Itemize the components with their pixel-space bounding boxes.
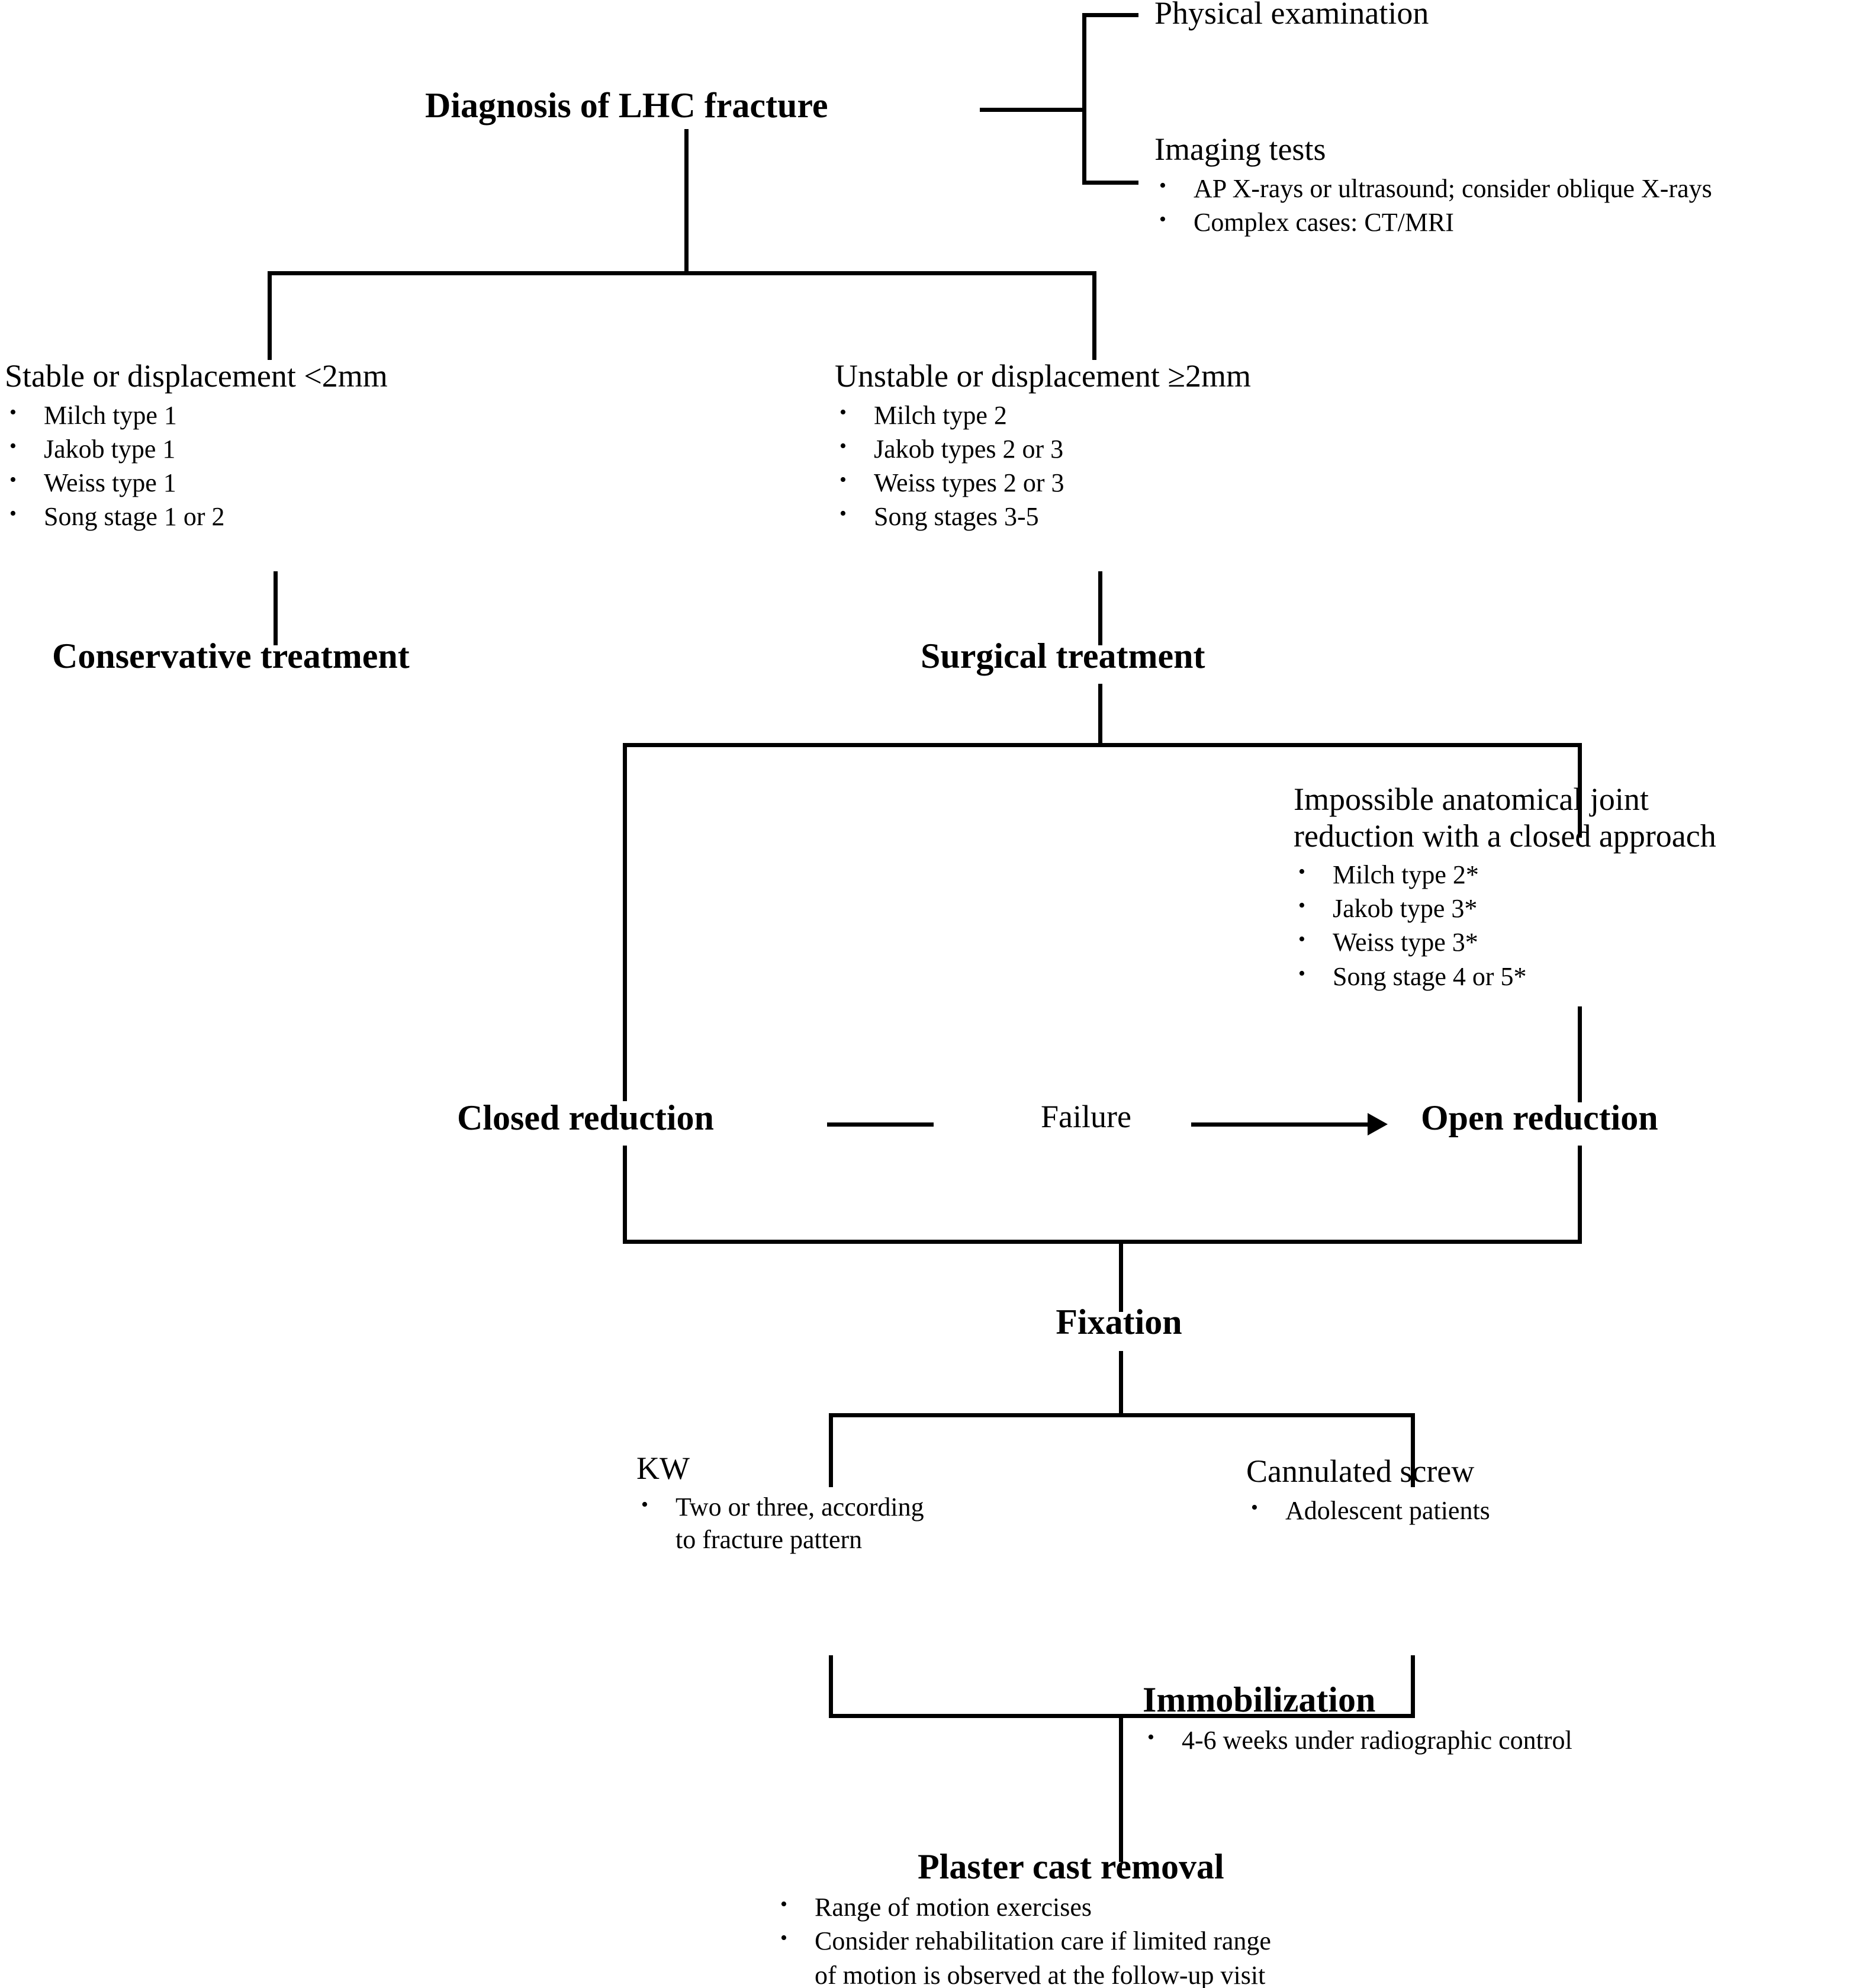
edge-fixation-to-cannulated-screw	[1411, 1413, 1415, 1487]
list-item: Song stage 1 or 2	[5, 498, 388, 533]
node-plaster-cast-removal-bullets: Range of motion exercises Consider rehab…	[776, 1889, 1271, 1988]
edge-diagnosis-spine	[684, 129, 689, 274]
node-stable: Stable or displacement <2mm Milch type 1…	[5, 358, 388, 533]
list-item: Milch type 2	[835, 397, 1251, 432]
edge-cannulated-screw-down	[1411, 1655, 1415, 1717]
list-item: Milch type 2*	[1294, 857, 1716, 892]
node-fixation-title: Fixation	[1056, 1302, 1182, 1342]
node-plaster-bullet2-line1: Consider rehabilitation care if limited …	[815, 1926, 1271, 1956]
edge-to-imaging-tests	[1082, 181, 1138, 185]
edge-diagnosis-to-branches-stub	[980, 108, 1086, 112]
node-surgical-treatment-title: Surgical treatment	[921, 636, 1205, 675]
list-item: Adolescent patients	[1246, 1492, 1490, 1527]
node-plaster-cast-removal-title: Plaster cast removal	[918, 1847, 1224, 1886]
node-impossible-reduction-title-line2: reduction with a closed approach	[1294, 818, 1716, 854]
node-unstable-bullets: Milch type 2 Jakob types 2 or 3 Weiss ty…	[835, 397, 1251, 534]
node-impossible-reduction-title-line1: Impossible anatomical joint	[1294, 781, 1649, 817]
edge-label-failure: Failure	[1041, 1099, 1131, 1134]
edge-merge-bar-to-fixation	[623, 1240, 1582, 1244]
node-unstable: Unstable or displacement ≥2mm Milch type…	[835, 358, 1251, 533]
edge-merge-to-fixation-spine	[1119, 1240, 1123, 1312]
edge-merge-to-immobilization-spine	[1119, 1714, 1123, 1812]
list-item: Complex cases: CT/MRI	[1154, 204, 1712, 239]
edge-failure-left-segment	[827, 1122, 934, 1127]
node-cannulated-screw-title: Cannulated screw	[1246, 1453, 1475, 1489]
list-item: Jakob types 2 or 3	[835, 431, 1251, 466]
node-impossible-reduction: Impossible anatomical joint reduction wi…	[1294, 781, 1716, 993]
list-item: Song stage 4 or 5*	[1294, 958, 1716, 993]
node-unstable-title: Unstable or displacement ≥2mm	[835, 358, 1251, 394]
edge-failure-right-segment	[1191, 1122, 1369, 1127]
list-item: Weiss types 2 or 3	[835, 465, 1251, 500]
node-immobilization-bullets: 4-6 weeks under radiographic control	[1143, 1722, 1572, 1757]
list-item: Range of motion exercises	[776, 1889, 1271, 1924]
node-stable-bullets: Milch type 1 Jakob type 1 Weiss type 1 S…	[5, 397, 388, 534]
edge-right-bracket-vertical	[1082, 13, 1086, 185]
edge-fixation-split-bar	[829, 1413, 1415, 1417]
list-item: Milch type 1	[5, 397, 388, 432]
node-imaging-tests: Imaging tests AP X-rays or ultrasound; c…	[1154, 131, 1712, 239]
node-conservative-treatment-title: Conservative treatment	[52, 636, 410, 675]
node-imaging-tests-bullets: AP X-rays or ultrasound; consider obliqu…	[1154, 171, 1712, 239]
node-cannulated-screw-bullets: Adolescent patients	[1246, 1492, 1490, 1527]
edge-level1-split-bar	[268, 271, 1096, 275]
edge-fixation-spine	[1119, 1351, 1123, 1416]
node-kw-bullet-line2: to fracture pattern	[676, 1524, 863, 1554]
edge-kw-down	[829, 1655, 833, 1717]
list-item: Two or three, according to fracture patt…	[636, 1490, 924, 1556]
edge-surgical-to-impossible	[1578, 743, 1582, 838]
node-kw-bullets: Two or three, according to fracture patt…	[636, 1490, 924, 1556]
edge-immobilization-to-plaster	[1119, 1794, 1123, 1862]
node-physical-examination-title: Physical examination	[1154, 0, 1429, 31]
list-item: Weiss type 3*	[1294, 924, 1716, 959]
node-immobilization-title: Immobilization	[1143, 1680, 1376, 1719]
edge-to-physical-exam	[1082, 13, 1138, 17]
node-open-reduction-title: Open reduction	[1421, 1098, 1658, 1137]
edge-surgical-spine	[1098, 684, 1102, 746]
node-impossible-reduction-bullets: Milch type 2* Jakob type 3* Weiss type 3…	[1294, 857, 1716, 993]
edge-surgical-to-closed-reduction	[623, 743, 627, 1101]
edge-stable-to-conservative	[274, 571, 278, 645]
arrow-head-icon	[1368, 1113, 1388, 1135]
node-closed-reduction-title: Closed reduction	[457, 1098, 714, 1137]
list-item: Jakob type 3*	[1294, 890, 1716, 925]
list-item: Consider rehabilitation care if limited …	[776, 1923, 1271, 1988]
list-item: Weiss type 1	[5, 465, 388, 500]
node-kw-title: KW	[636, 1450, 690, 1486]
node-plaster-cast-removal: Plaster cast removal Range of motion exe…	[780, 1847, 1271, 1988]
node-imaging-tests-title: Imaging tests	[1154, 131, 1326, 167]
list-item: 4-6 weeks under radiographic control	[1143, 1722, 1572, 1757]
node-kw-bullet-line1: Two or three, according	[676, 1492, 924, 1521]
edge-to-stable-branch	[268, 271, 272, 360]
edge-open-reduction-down	[1578, 1146, 1582, 1243]
node-plaster-bullet2-line2: of motion is observed at the follow-up v…	[815, 1960, 1266, 1988]
edge-to-unstable-branch	[1092, 271, 1096, 360]
node-kw: KW Two or three, according to fracture p…	[636, 1450, 924, 1556]
edge-impossible-to-open-reduction	[1578, 1006, 1582, 1102]
edge-unstable-to-surgical	[1098, 571, 1102, 645]
list-item: Jakob type 1	[5, 431, 388, 466]
node-stable-title: Stable or displacement <2mm	[5, 358, 388, 394]
list-item: AP X-rays or ultrasound; consider obliqu…	[1154, 171, 1712, 205]
node-diagnosis-title: Diagnosis of LHC fracture	[425, 86, 828, 125]
edge-closed-reduction-down	[623, 1146, 627, 1243]
edge-fixation-to-kw	[829, 1413, 833, 1487]
node-cannulated-screw: Cannulated screw Adolescent patients	[1246, 1453, 1490, 1527]
edge-surgical-split-bar	[623, 743, 1582, 747]
list-item: Song stages 3-5	[835, 498, 1251, 533]
node-immobilization: Immobilization 4-6 weeks under radiograp…	[1143, 1680, 1572, 1757]
